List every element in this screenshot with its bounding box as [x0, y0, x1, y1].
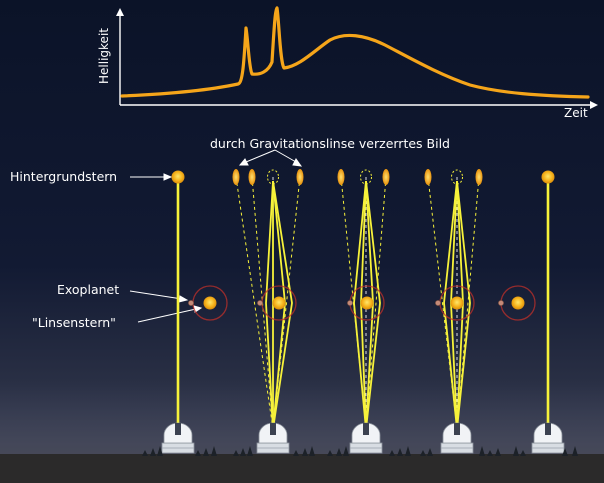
background-star [171, 170, 185, 184]
light-curve-axes [116, 8, 598, 109]
apparent-ray [235, 176, 274, 430]
lensed-image [232, 169, 240, 185]
tree [343, 446, 349, 456]
tree [195, 450, 201, 456]
pointer-image-right [274, 149, 297, 163]
background-star [541, 170, 555, 184]
y-axis-label: Helligkeit [97, 28, 111, 84]
horizon-glow [0, 380, 604, 460]
tree [157, 446, 163, 456]
lens-star [450, 296, 464, 310]
pointer-background-star-head [163, 173, 173, 181]
tree [336, 448, 342, 456]
exoplanet-label: Exoplanet [57, 282, 120, 297]
observation-stations [161, 169, 565, 454]
tree [327, 450, 333, 456]
lens-star-label: "Linsenstern" [32, 315, 116, 330]
bent-light-path [365, 180, 381, 430]
lensed-image [337, 169, 345, 185]
tree [142, 450, 148, 456]
pointer-exoplanet [129, 290, 183, 300]
bent-light-path [272, 180, 293, 430]
distorted-image-label: durch Gravitationslinse verzerrtes Bild [210, 136, 450, 151]
tree [520, 450, 526, 456]
ground [0, 446, 604, 483]
pointer-image-left-head [238, 158, 249, 166]
y-axis-arrow [116, 8, 124, 16]
stage-3 [337, 169, 390, 454]
bent-light-path [265, 180, 274, 430]
lens-star [203, 296, 217, 310]
pointer-image-right-head [292, 158, 303, 167]
stage-5 [498, 170, 565, 454]
tree [427, 448, 433, 456]
tree [150, 448, 156, 456]
lensed-image [382, 169, 390, 185]
lensed-image [248, 169, 256, 185]
bent-light-path [353, 180, 367, 430]
observatory [440, 422, 474, 454]
light-curve [120, 6, 590, 99]
tree [211, 446, 217, 456]
tree [302, 448, 308, 456]
tree [572, 446, 578, 456]
dome-slit [175, 423, 181, 435]
exoplanet [435, 300, 441, 306]
label-pointers [129, 149, 303, 323]
stage-1 [161, 170, 228, 454]
exoplanet [188, 300, 194, 306]
lensed-image [424, 169, 432, 185]
tree [247, 446, 253, 456]
tree [487, 450, 493, 456]
exoplanet [257, 300, 263, 306]
lens-star [360, 296, 374, 310]
lens-star [511, 296, 525, 310]
tree [203, 448, 209, 456]
tree [405, 446, 411, 456]
lens-star [272, 296, 286, 310]
tree [479, 446, 485, 456]
x-axis-label: Zeit [564, 106, 588, 120]
dome-slit [270, 423, 276, 435]
tree [513, 446, 519, 456]
tree [495, 448, 501, 456]
stage-2 [232, 169, 304, 454]
pointer-lens-star [137, 308, 197, 323]
apparent-ray [365, 176, 387, 430]
pointer-image-left [245, 149, 276, 163]
dome-slit [454, 423, 460, 435]
background-star-label: Hintergrundstern [10, 169, 118, 184]
exoplanet [347, 300, 353, 306]
tree [562, 448, 568, 456]
exoplanet [498, 300, 504, 306]
tree [240, 448, 246, 456]
tree [293, 450, 299, 456]
observatory [349, 422, 383, 454]
lensed-image [296, 169, 304, 185]
observatory [161, 422, 195, 454]
observatory [531, 422, 565, 454]
stage-4 [424, 169, 483, 454]
tree [233, 450, 239, 456]
tree [420, 450, 426, 456]
dome-slit [545, 423, 551, 435]
tree [397, 448, 403, 456]
pointer-exoplanet-head [178, 295, 189, 303]
bent-light-path [456, 180, 471, 430]
tree [389, 450, 395, 456]
observatory [256, 422, 290, 454]
bent-light-path [443, 180, 458, 430]
ground-strip [0, 454, 604, 483]
lensed-image [475, 169, 483, 185]
tree [309, 446, 315, 456]
x-axis-arrow [590, 101, 598, 109]
dome-slit [363, 423, 369, 435]
